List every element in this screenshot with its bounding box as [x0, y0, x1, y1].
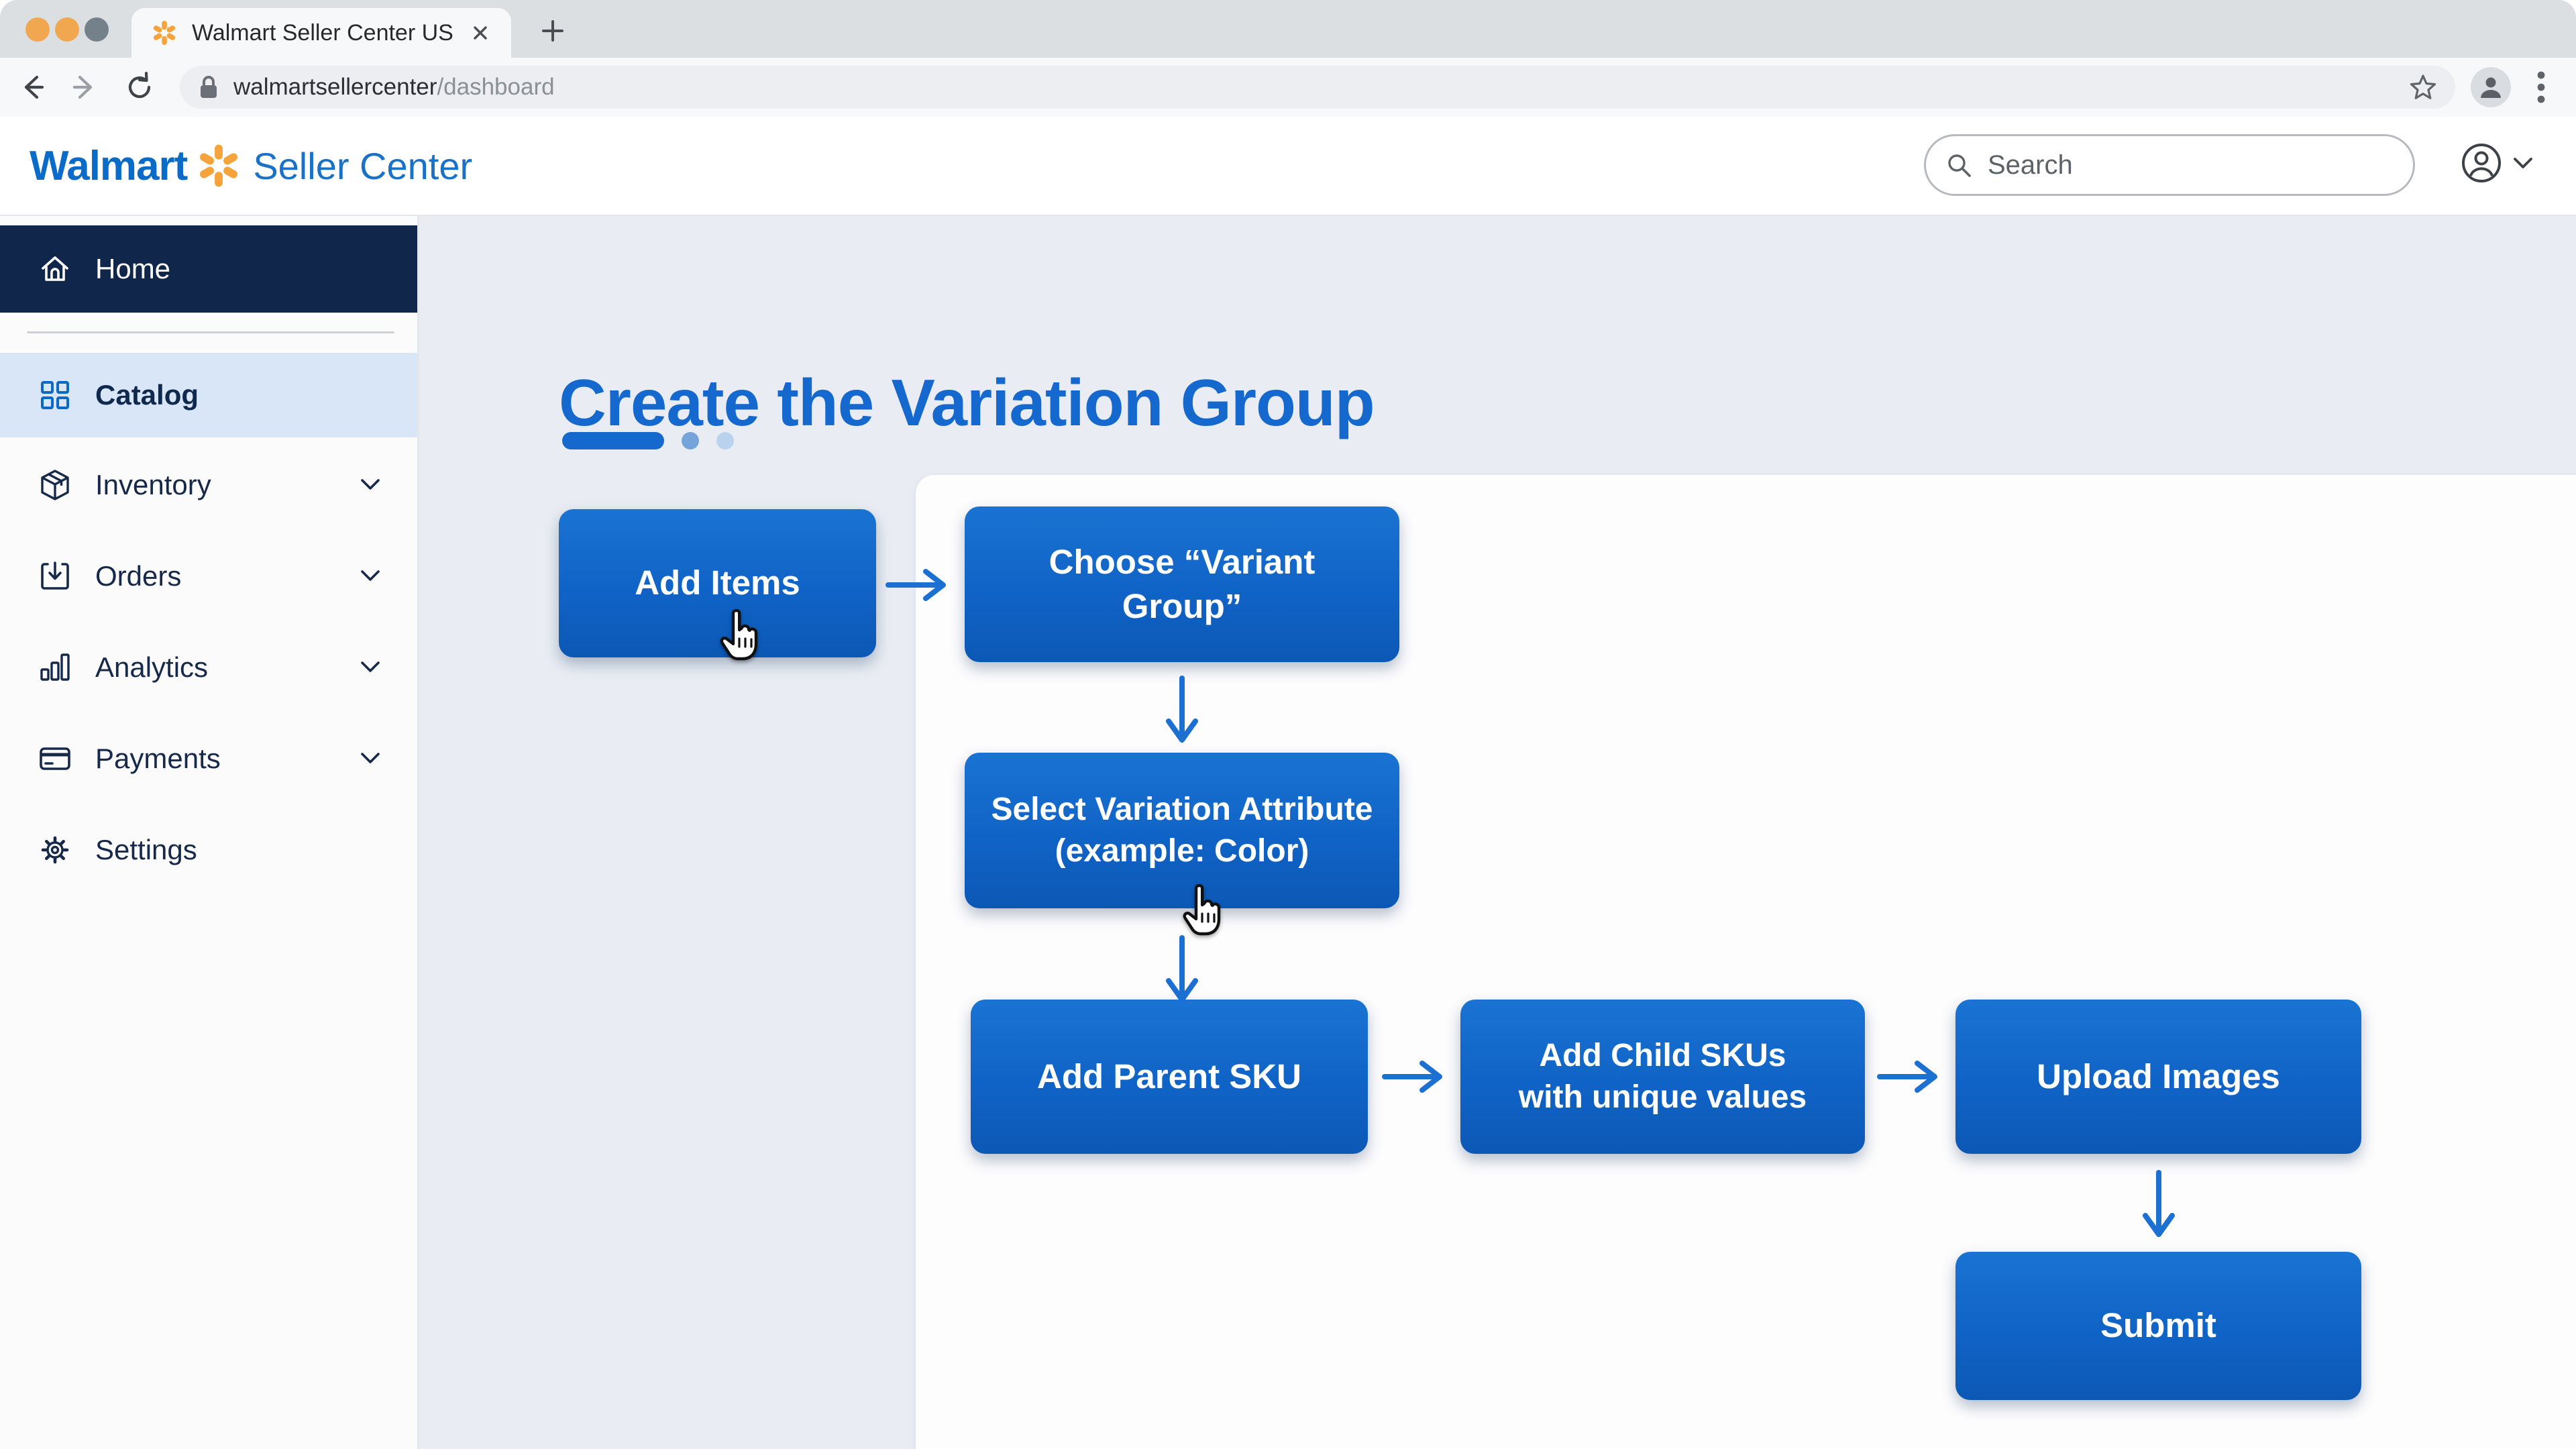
flow-node-add-parent-sku[interactable]: Add Parent SKU	[971, 1000, 1368, 1154]
flow-node-label: Submit	[2100, 1306, 2216, 1345]
progress-step-1-active	[562, 432, 664, 449]
seller-center-header: Walmart Seller Center	[0, 117, 2576, 216]
house-icon	[38, 252, 72, 286]
url-text: walmartsellercenter/dashboard	[233, 74, 555, 100]
arrow-down-icon	[1161, 934, 1203, 1009]
new-tab-button[interactable]	[537, 15, 569, 47]
flow-node-label: Add Child SKUs with unique values	[1518, 1037, 1807, 1115]
bookmark-star-icon[interactable]	[2408, 72, 2438, 102]
cursor-hand-icon	[716, 609, 763, 665]
sidebar-item-orders[interactable]: Orders	[0, 534, 417, 619]
browser-toolbar: walmartsellercenter/dashboard	[0, 58, 2576, 118]
progress-indicator	[562, 432, 734, 449]
sidebar-item-label: Orders	[95, 560, 182, 592]
back-icon[interactable]	[15, 70, 50, 105]
flow-node-label: Choose “Variant Group”	[1049, 542, 1316, 625]
tab-strip: Walmart Seller Center US	[0, 0, 2576, 58]
chevron-down-icon	[2512, 155, 2534, 171]
sidebar-item-label: Catalog	[95, 379, 199, 411]
arrow-right-icon	[1876, 1055, 1943, 1098]
sidebar-divider	[27, 331, 394, 333]
box-icon	[38, 468, 72, 502]
walmart-spark-icon	[197, 144, 241, 188]
page-title: Create the Variation Group	[559, 365, 1375, 439]
header-search[interactable]	[1924, 134, 2415, 196]
search-icon	[1945, 151, 1973, 179]
cursor-hand-icon	[1179, 884, 1226, 941]
sidebar-item-label: Inventory	[95, 469, 211, 500]
sidebar-item-catalog[interactable]: Catalog	[0, 353, 417, 437]
chevron-down-icon	[358, 751, 382, 767]
flow-node-select-variation-attribute[interactable]: Select Variation Attribute (example: Col…	[965, 753, 1399, 908]
gear-icon	[38, 833, 72, 867]
forward-icon[interactable]	[67, 70, 102, 105]
sidebar-item-home[interactable]: Home	[0, 225, 417, 313]
address-bar[interactable]: walmartsellercenter/dashboard	[180, 66, 2455, 109]
tab-close-icon[interactable]	[470, 22, 491, 44]
flow-node-upload-images[interactable]: Upload Images	[1955, 1000, 2361, 1154]
sidebar-item-label: Home	[95, 253, 171, 284]
chevron-down-icon	[358, 568, 382, 584]
grid-icon	[38, 378, 72, 413]
arrow-down-icon	[2137, 1169, 2180, 1244]
chevron-down-icon	[358, 659, 382, 676]
flow-node-label: Add Parent SKU	[1037, 1057, 1301, 1095]
account-menu[interactable]	[2461, 142, 2534, 184]
browser-menu-icon[interactable]	[2528, 70, 2555, 105]
sidebar-item-payments[interactable]: Payments	[0, 716, 417, 801]
tab-title: Walmart Seller Center US	[192, 19, 453, 46]
flow-node-add-items[interactable]: Add Items	[559, 509, 876, 657]
flow-node-choose-variant-group[interactable]: Choose “Variant Group”	[965, 506, 1399, 662]
sidebar-item-label: Analytics	[95, 651, 209, 683]
window-zoom-button[interactable]	[85, 17, 109, 42]
browser-profile-avatar[interactable]	[2471, 67, 2511, 107]
lock-icon	[197, 74, 220, 101]
browser-tab[interactable]: Walmart Seller Center US	[131, 8, 511, 58]
seller-center-wordmark: Seller Center	[253, 144, 473, 187]
flow-node-submit[interactable]: Submit	[1955, 1252, 2361, 1400]
walmart-wordmark: Walmart	[30, 142, 188, 189]
progress-step-2	[682, 432, 699, 449]
flow-node-label: Select Variation Attribute (example: Col…	[991, 791, 1373, 869]
download-icon	[38, 559, 72, 594]
window-minimize-button[interactable]	[55, 17, 79, 42]
arrow-down-icon	[1161, 674, 1203, 749]
progress-step-3	[716, 432, 734, 449]
sidebar-item-inventory[interactable]: Inventory	[0, 443, 417, 527]
user-avatar-icon	[2461, 142, 2502, 184]
chevron-down-icon	[358, 477, 382, 493]
bar-chart-icon	[38, 650, 72, 685]
sidebar-nav: Home Catalog	[0, 216, 419, 1449]
sidebar-item-label: Payments	[95, 743, 221, 774]
flow-node-label: Add Items	[635, 564, 800, 602]
flow-node-add-child-skus[interactable]: Add Child SKUs with unique values	[1460, 1000, 1865, 1154]
sidebar-item-analytics[interactable]: Analytics	[0, 625, 417, 710]
arrow-right-icon	[884, 564, 951, 606]
walmart-seller-center-logo[interactable]: Walmart Seller Center	[30, 117, 472, 215]
reload-icon[interactable]	[122, 70, 157, 105]
flow-node-label: Upload Images	[2037, 1057, 2280, 1095]
sidebar-item-settings[interactable]: Settings	[0, 808, 417, 892]
window-close-button[interactable]	[25, 17, 50, 42]
sidebar-item-label: Settings	[95, 834, 197, 865]
walmart-spark-favicon	[152, 20, 177, 46]
search-input[interactable]	[1986, 149, 2394, 181]
arrow-right-icon	[1381, 1055, 1448, 1098]
credit-card-icon	[38, 741, 72, 776]
